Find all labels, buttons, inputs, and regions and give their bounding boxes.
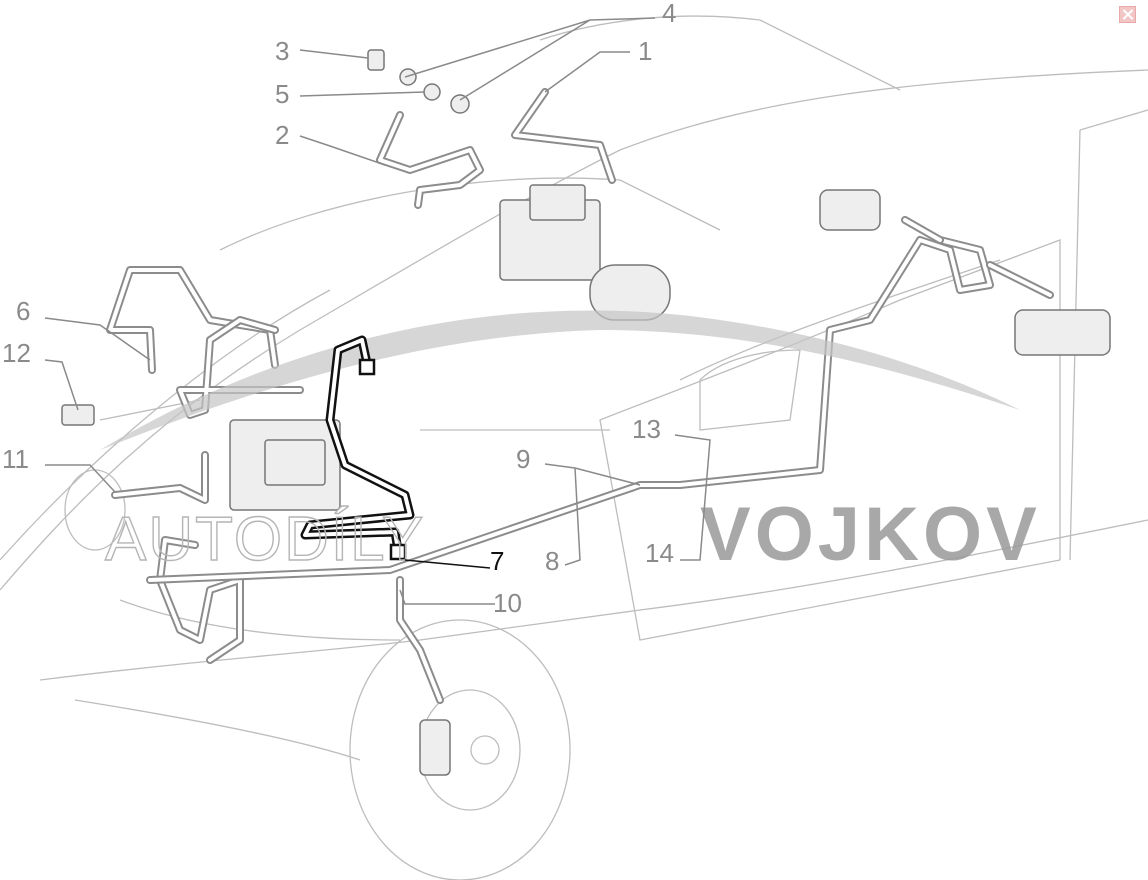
callout-9[interactable]: 9 xyxy=(516,444,530,474)
callout-13[interactable]: 13 xyxy=(632,414,661,444)
callout-1[interactable]: 1 xyxy=(638,36,652,66)
highlighted-pipe-part-7[interactable] xyxy=(300,335,415,561)
callout-4[interactable]: 4 xyxy=(662,0,676,28)
watermark-light: AUTODÍLY xyxy=(105,505,425,574)
callout-14[interactable]: 14 xyxy=(645,538,674,568)
callout-7[interactable]: 7 xyxy=(490,546,504,576)
callout-3[interactable]: 3 xyxy=(275,36,289,66)
brake-components xyxy=(61,49,1111,776)
callout-labels: 1 2 3 4 5 6 7 8 9 10 11 12 13 14 xyxy=(2,0,676,618)
callout-12[interactable]: 12 xyxy=(2,338,31,368)
close-icon[interactable] xyxy=(1119,6,1136,23)
callout-5[interactable]: 5 xyxy=(275,79,289,109)
callout-8[interactable]: 8 xyxy=(545,546,559,576)
callout-2[interactable]: 2 xyxy=(275,120,289,150)
callout-leaders xyxy=(44,17,711,605)
watermark-bold: VOJKOV xyxy=(700,492,1041,577)
brake-pipes xyxy=(106,88,1054,704)
callout-6[interactable]: 6 xyxy=(16,296,30,326)
watermark-swoosh xyxy=(100,310,1020,450)
callout-11[interactable]: 11 xyxy=(2,444,29,474)
callout-10[interactable]: 10 xyxy=(493,588,522,618)
